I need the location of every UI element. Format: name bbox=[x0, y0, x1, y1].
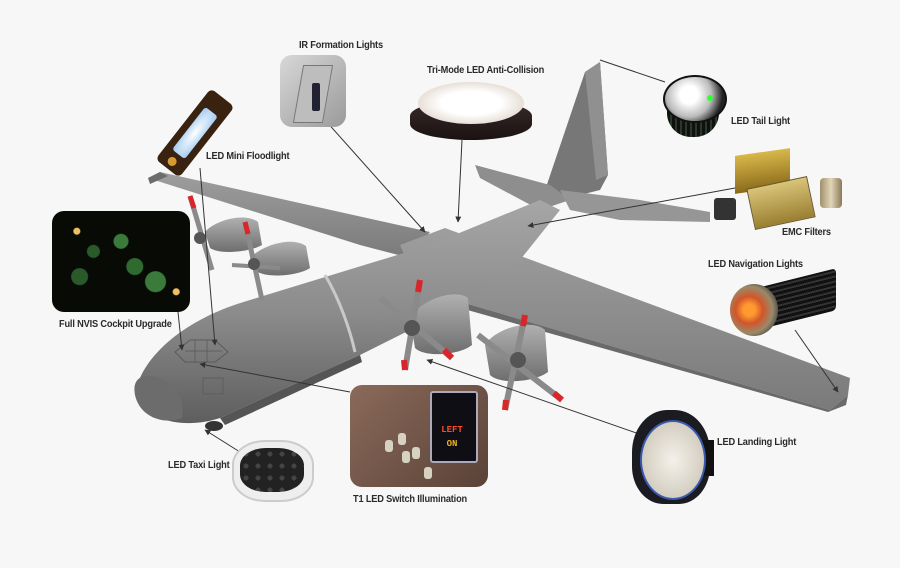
navigation-light-image bbox=[730, 268, 838, 338]
switch-illumination-image: LEFT ON bbox=[350, 385, 488, 487]
ir-formation-light-image bbox=[280, 55, 346, 127]
label-emc-filters: EMC Filters bbox=[782, 226, 831, 238]
label-navigation-lights: LED Navigation Lights bbox=[708, 258, 803, 270]
leader-lines bbox=[177, 59, 839, 453]
horizontal-stabilizer-left bbox=[475, 165, 570, 210]
cockpit-nvis-image bbox=[52, 211, 190, 312]
switch-label-on: ON bbox=[446, 439, 458, 449]
emc-filters-image bbox=[710, 148, 850, 230]
label-cockpit-upgrade: Full NVIS Cockpit Upgrade bbox=[59, 318, 172, 330]
tail-light-image bbox=[663, 75, 727, 137]
engine-3 bbox=[378, 279, 472, 371]
landing-light-image bbox=[632, 410, 716, 506]
taxi-light-image bbox=[232, 440, 314, 502]
engine-4 bbox=[476, 314, 564, 411]
switch-label-left: LEFT bbox=[441, 425, 463, 435]
engine-2 bbox=[231, 221, 310, 301]
right-wing bbox=[400, 228, 850, 410]
label-switch-illumination: T1 LED Switch Illumination bbox=[353, 493, 468, 505]
vertical-stabilizer bbox=[540, 62, 608, 205]
fuselage bbox=[134, 200, 560, 431]
label-tail-light: LED Tail Light bbox=[731, 115, 790, 127]
anti-collision-light-image bbox=[410, 82, 532, 140]
label-ir-formation-lights: IR Formation Lights bbox=[299, 39, 383, 51]
label-mini-floodlight: LED Mini Floodlight bbox=[206, 150, 290, 162]
label-taxi-light: LED Taxi Light bbox=[168, 459, 230, 471]
label-anti-collision: Tri-Mode LED Anti-Collision bbox=[427, 64, 545, 76]
label-landing-light: LED Landing Light bbox=[717, 436, 797, 448]
left-wing bbox=[148, 172, 430, 258]
